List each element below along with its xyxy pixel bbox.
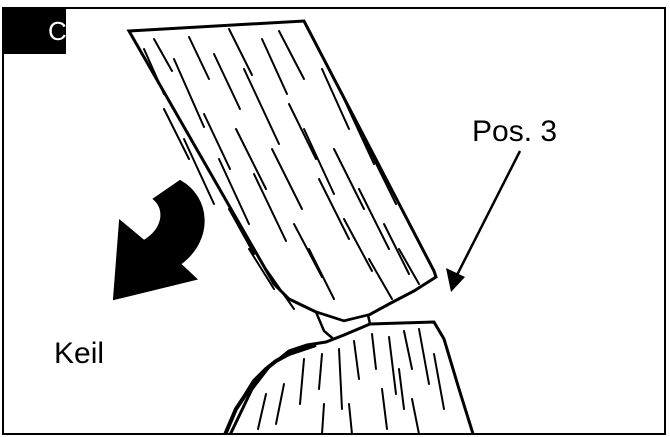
- position-label: Pos. 3: [472, 115, 558, 148]
- stump-grain: [257, 328, 445, 433]
- figure-frame: C Pos. 3 Keil: [2, 7, 666, 435]
- figure-badge: C: [4, 9, 66, 54]
- stump-bark-left: [223, 343, 317, 433]
- tree-felling-illustration: [112, 19, 522, 433]
- fall-direction-arrow: [112, 179, 205, 301]
- wedge-label: Keil: [54, 337, 105, 370]
- pointer-arrow-head: [446, 268, 465, 292]
- pointer-arrow-line: [454, 150, 522, 278]
- trunk-grain: [143, 28, 420, 310]
- stump: [229, 320, 475, 433]
